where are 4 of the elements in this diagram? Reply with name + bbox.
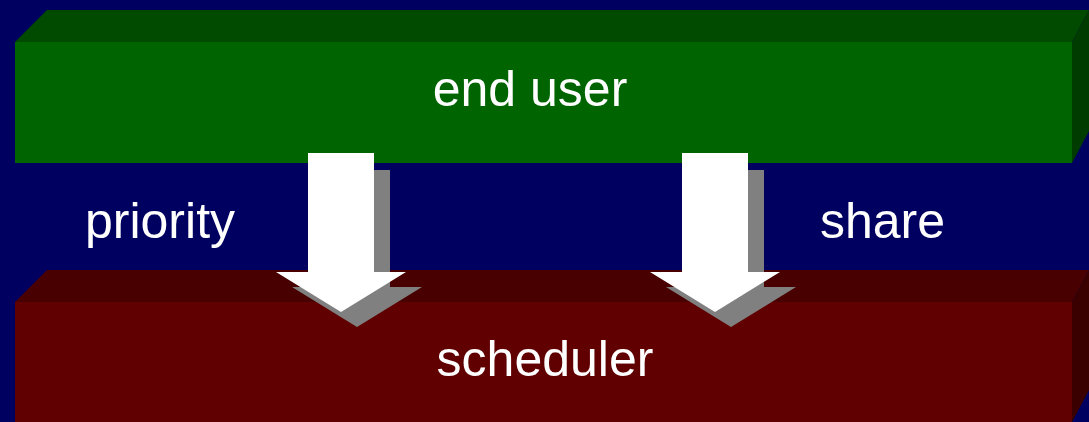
layer-label: scheduler <box>436 330 654 388</box>
layer-label: end user <box>432 60 628 118</box>
edge-label: priority <box>85 192 236 250</box>
edge-label: share <box>820 192 946 250</box>
